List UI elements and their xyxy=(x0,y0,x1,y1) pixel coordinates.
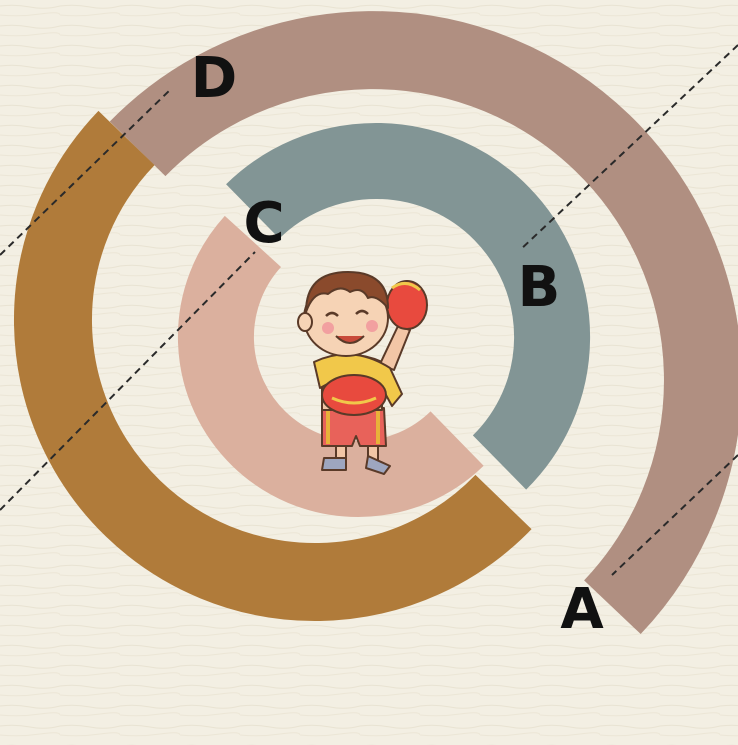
leader-line-D xyxy=(0,87,173,256)
ring-label-A: A xyxy=(560,577,604,642)
leader-line-C xyxy=(0,251,256,511)
leader-line-B xyxy=(519,44,738,251)
ring-label-B: B xyxy=(518,255,561,320)
ring-arc-D xyxy=(13,110,532,622)
leader-line-A xyxy=(611,454,738,576)
ring-label-C: C xyxy=(243,191,284,256)
ring-arc-A xyxy=(109,11,738,634)
ring-arc-B xyxy=(226,122,591,490)
ring-label-D: D xyxy=(191,46,237,111)
boxer-child-icon xyxy=(297,271,428,475)
ring-arc-C xyxy=(177,215,484,517)
